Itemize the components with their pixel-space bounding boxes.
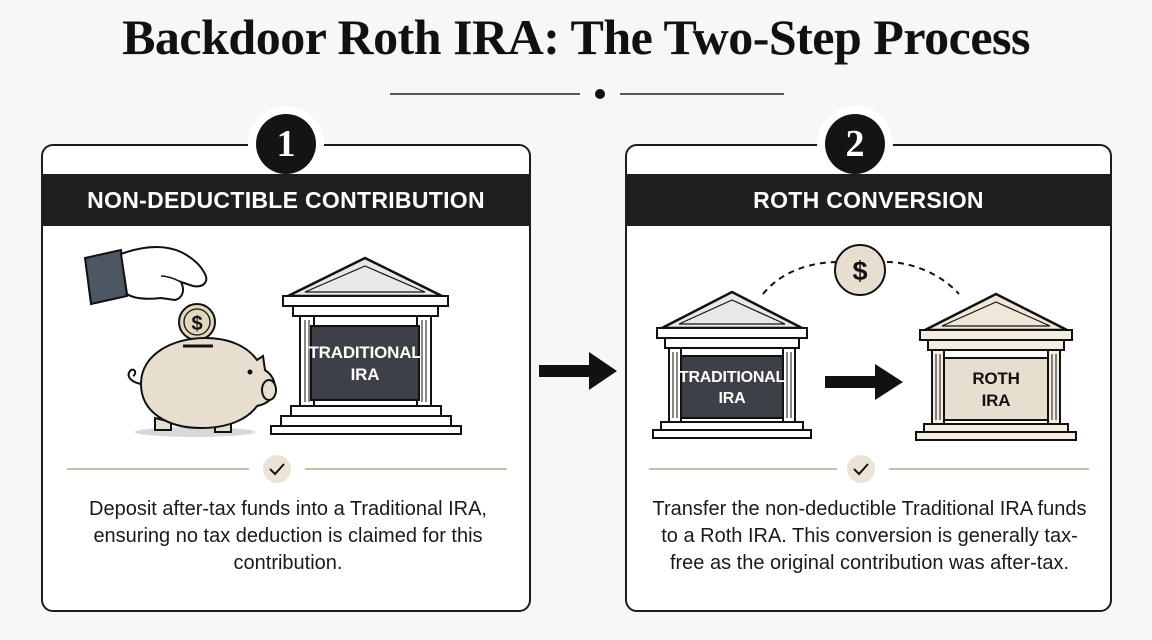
transfer-path-left: [762, 261, 838, 295]
roth-ira-label-line2: IRA: [982, 391, 1011, 410]
step-2-card: 2 ROTH CONVERSION $ TRADITIONAL IRA: [625, 114, 1112, 612]
roth-ira-label-line1: ROTH: [972, 369, 1019, 388]
step-2-description: Transfer the non-deductible Traditional …: [652, 498, 1087, 574]
step-1-divider: [67, 455, 507, 483]
step-1-card: 1 NON-DEDUCTIBLE CONTRIBUTION $: [41, 114, 531, 612]
step-2-divider: [649, 455, 1089, 483]
step-1-heading: NON-DEDUCTIBLE CONTRIBUTION: [41, 174, 531, 226]
conversion-arrow-icon: [825, 364, 903, 400]
step-1-number-badge: 1: [256, 114, 316, 174]
step-1-illustration: $ TRADITIONAL IRA: [83, 246, 462, 437]
step-2-number-badge: 2: [825, 114, 885, 174]
transfer-path-right: [886, 261, 960, 295]
coin-symbol: $: [852, 256, 867, 286]
piggy-bank-icon: [127, 336, 277, 437]
coin-symbol: $: [191, 313, 202, 335]
coin-icon: $: [178, 303, 216, 341]
roth-ira-bank-icon: ROTH IRA: [915, 292, 1077, 441]
step-1-description: Deposit after-tax funds into a Tradition…: [89, 498, 487, 574]
title-divider: [390, 89, 784, 99]
coin-icon: $: [834, 244, 886, 296]
traditional-ira-label-line1: TRADITIONAL: [308, 343, 421, 362]
step-2-illustration: $ TRADITIONAL IRA: [652, 244, 1077, 441]
traditional-ira-bank-icon: TRADITIONAL IRA: [652, 290, 812, 439]
page-title: Backdoor Roth IRA: The Two-Step Process: [122, 9, 1030, 65]
traditional-ira-bank-icon: TRADITIONAL IRA: [270, 256, 462, 435]
hand-icon: [83, 246, 208, 306]
check-icon: [269, 463, 285, 476]
traditional-ira-label-line2: IRA: [351, 365, 380, 384]
traditional-ira-label-line1: TRADITIONAL: [679, 369, 786, 386]
check-icon: [853, 463, 869, 476]
traditional-ira-label-line2: IRA: [719, 390, 747, 407]
step-2-heading: ROTH CONVERSION: [625, 174, 1112, 226]
step-transition-arrow-icon: [539, 352, 617, 390]
